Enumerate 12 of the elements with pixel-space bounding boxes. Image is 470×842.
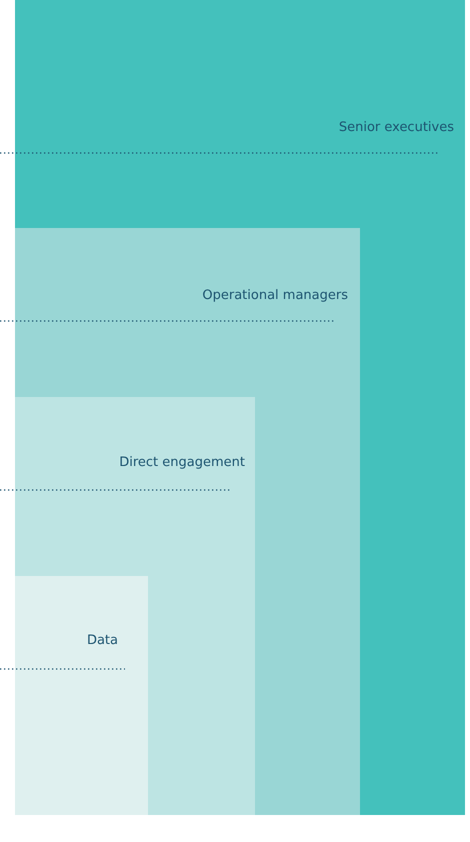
nested-box [15, 397, 255, 815]
nested-box [15, 0, 465, 815]
leader-line [0, 668, 125, 670]
box-label: Senior executives [338, 120, 454, 135]
leader-line [0, 320, 335, 322]
leader-line [0, 152, 440, 154]
nested-box [15, 576, 148, 815]
box-label: Operational managers [202, 288, 348, 303]
leader-line [0, 489, 230, 491]
box-label: Direct engagement [119, 455, 245, 470]
box-label: Data [86, 633, 118, 648]
nested-box [15, 228, 360, 815]
